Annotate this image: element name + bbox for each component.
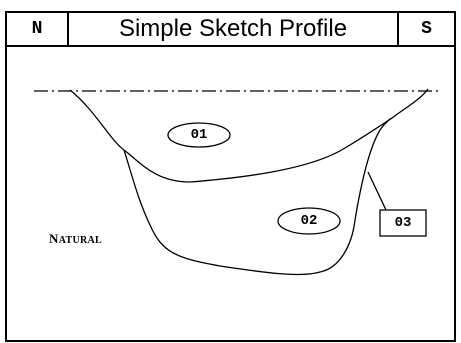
header-north-label: N [31,19,43,39]
header-title: Simple Sketch Profile [118,15,348,42]
zone-02-oval [277,207,341,235]
header-south-label: S [421,19,432,39]
natural-label-initial: N [49,231,59,246]
zone-01-oval [167,122,231,148]
zone-03-label: 03 [394,215,412,231]
leader-line-03 [367,171,387,211]
layer-01-boundary [69,88,429,183]
natural-label-rest: ATURAL [58,235,102,246]
zone-02-label: 02 [300,213,318,229]
outer-border [5,11,456,342]
zone-01-label: 01 [190,127,208,143]
natural-ground-label: NATURAL [49,231,102,247]
layer-02-boundary [123,117,393,276]
zone-03-box [379,209,427,237]
